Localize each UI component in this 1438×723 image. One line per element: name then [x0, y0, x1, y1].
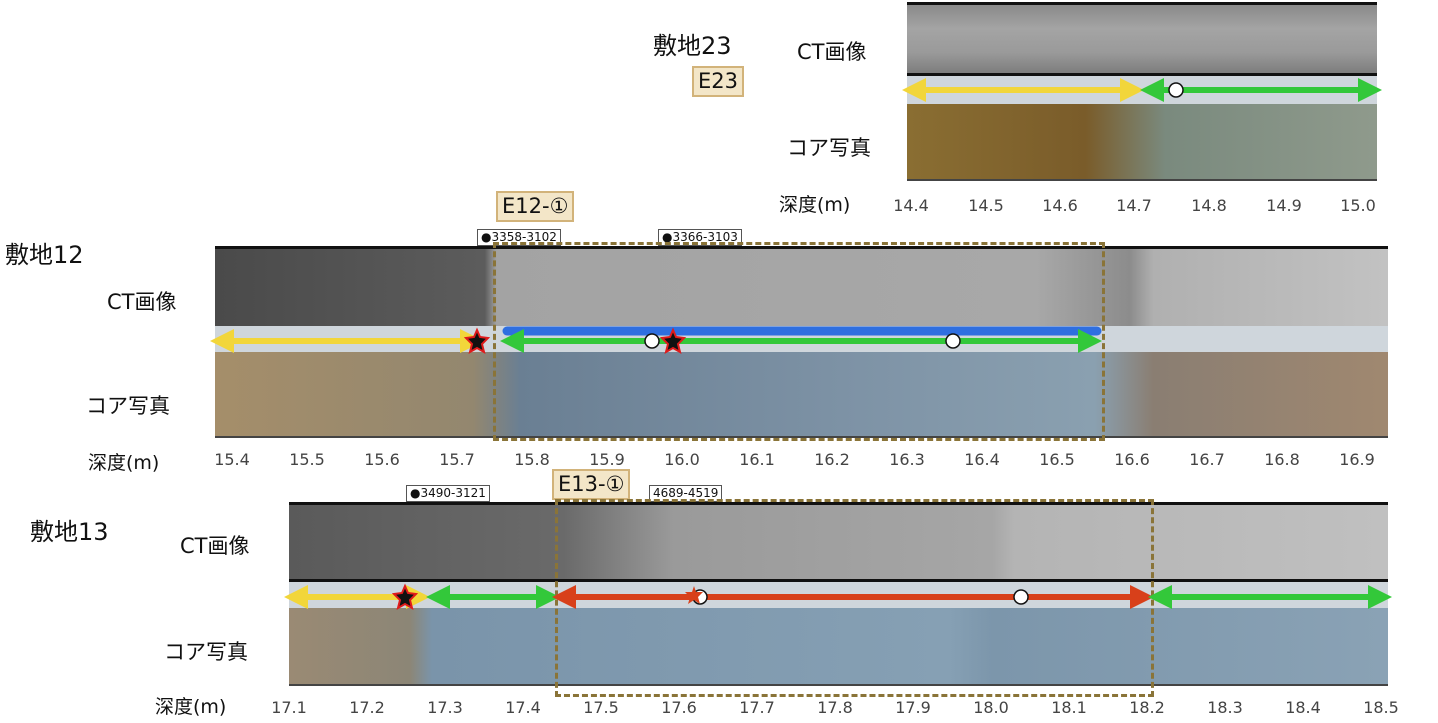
- site23-depth-label: 深度(m): [779, 194, 851, 216]
- site12-tick: 15.8: [514, 450, 550, 469]
- site23-ct-image: [907, 2, 1377, 76]
- site12-depth-label: 深度(m): [88, 452, 160, 474]
- site12-tick: 16.4: [964, 450, 1000, 469]
- site23-photo-label: コア写真: [787, 136, 871, 160]
- site13-tick: 18.5: [1363, 698, 1399, 717]
- site23-tick: 14.4: [893, 196, 929, 215]
- site13-depth-label: 深度(m): [155, 696, 227, 718]
- site23-tag: E23: [692, 66, 744, 97]
- site13-point-2: [1013, 589, 1029, 605]
- site12-photo-label: コア写真: [86, 394, 170, 418]
- site12-ct-label: CT画像: [107, 290, 177, 314]
- site23-ct-label: CT画像: [797, 40, 867, 64]
- site23-tick: 14.8: [1191, 196, 1227, 215]
- site12-tick: 15.9: [589, 450, 625, 469]
- site13-photo-label: コア写真: [164, 640, 248, 664]
- site13-tick: 17.5: [583, 698, 619, 717]
- site12-sample-2: ●3366-3103: [658, 229, 742, 246]
- site12-point-2: [945, 333, 961, 349]
- site12-tick: 16.5: [1039, 450, 1075, 469]
- site13-tick: 18.0: [973, 698, 1009, 717]
- site12-e12-frame: [493, 242, 1105, 441]
- site13-tick: 17.9: [895, 698, 931, 717]
- site23-core-photo: [907, 104, 1377, 181]
- site12-core-photo: [215, 352, 1388, 438]
- site13-tick: 17.3: [427, 698, 463, 717]
- site23-tick: 14.5: [968, 196, 1004, 215]
- site12-tick: 16.7: [1189, 450, 1225, 469]
- site13-tick: 18.1: [1051, 698, 1087, 717]
- site13-star-2: [685, 586, 703, 604]
- site12-tick: 16.8: [1264, 450, 1300, 469]
- site13-tick: 17.1: [271, 698, 307, 717]
- site12-sample-1: ●3358-3102: [477, 229, 561, 246]
- site23-tick: 15.0: [1340, 196, 1376, 215]
- site23-point: [1168, 82, 1184, 98]
- site12-tick: 16.9: [1339, 450, 1375, 469]
- site13-tick: 18.3: [1207, 698, 1243, 717]
- site13-tick: 17.7: [739, 698, 775, 717]
- site12-tick: 16.0: [664, 450, 700, 469]
- site12-name: 敷地12: [5, 241, 84, 269]
- site13-tick: 18.2: [1129, 698, 1165, 717]
- site12-tick: 15.7: [439, 450, 475, 469]
- site13-sample-1: ●3490-3121: [406, 485, 490, 502]
- site12-tick: 15.4: [214, 450, 250, 469]
- site12-star-1: [463, 327, 491, 355]
- site13-star-1: [391, 583, 419, 611]
- site23-name: 敷地23: [653, 32, 732, 60]
- site13-ct-image: [289, 502, 1388, 582]
- site13-tick: 18.4: [1285, 698, 1321, 717]
- site13-tick: 17.6: [661, 698, 697, 717]
- site12-tag: E12-①: [496, 191, 575, 222]
- site12-tick: 16.1: [739, 450, 775, 469]
- site12-tick: 15.5: [289, 450, 325, 469]
- site23-tick: 14.7: [1116, 196, 1152, 215]
- site23-tick: 14.6: [1042, 196, 1078, 215]
- site12-tick: 16.6: [1114, 450, 1150, 469]
- site13-tick: 17.4: [505, 698, 541, 717]
- site13-tick: 17.8: [817, 698, 853, 717]
- site12-point-1: [644, 333, 660, 349]
- site12-tick: 15.6: [364, 450, 400, 469]
- site12-tick: 16.3: [889, 450, 925, 469]
- site13-tick: 17.2: [349, 698, 385, 717]
- site12-tick: 16.2: [814, 450, 850, 469]
- site12-star-2: [659, 327, 687, 355]
- site23-tick: 14.9: [1266, 196, 1302, 215]
- site13-ct-label: CT画像: [180, 534, 250, 558]
- site12-ct-image: [215, 246, 1388, 330]
- site13-core-photo: [289, 608, 1388, 686]
- site13-name: 敷地13: [30, 518, 109, 546]
